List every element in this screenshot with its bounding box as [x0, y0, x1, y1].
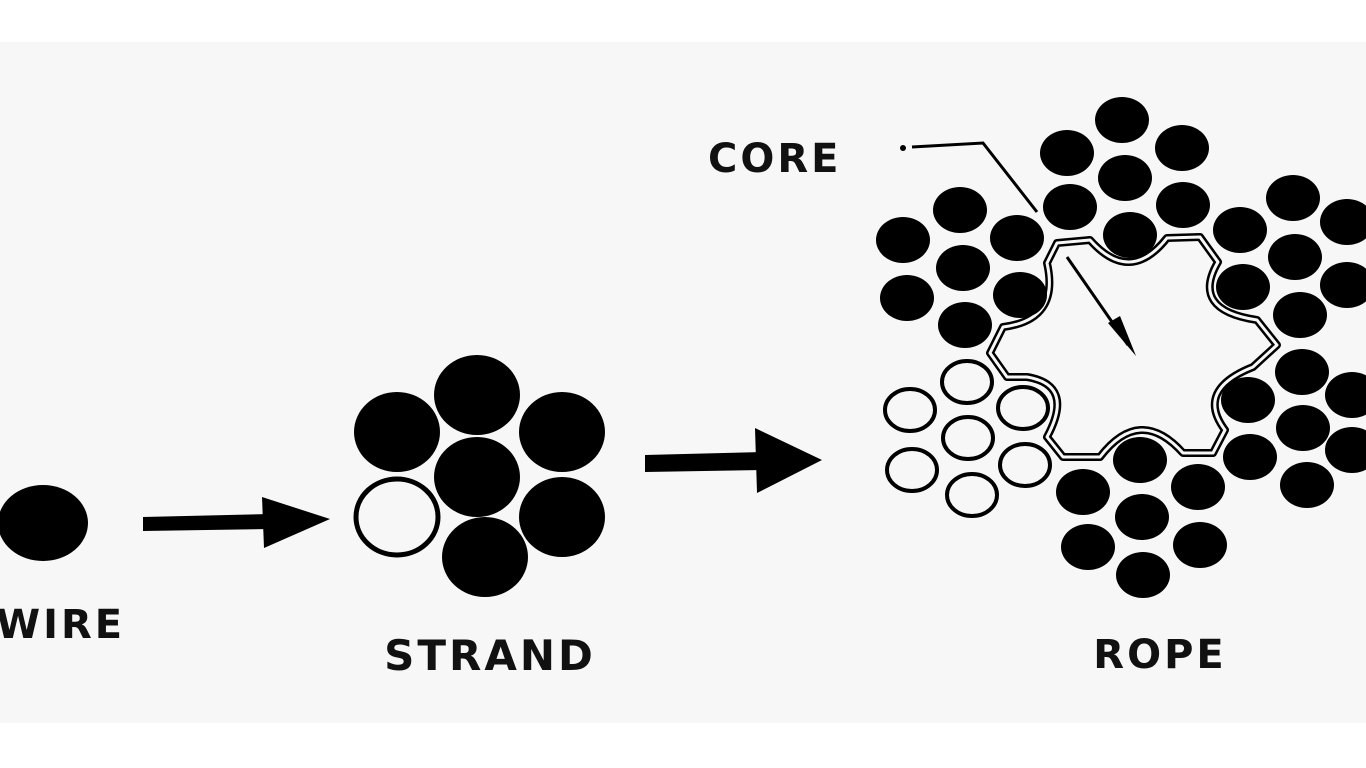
strand-wire — [434, 355, 520, 435]
rope-wire — [1173, 522, 1227, 568]
rope-wire — [1213, 207, 1267, 253]
rope-wire — [1155, 125, 1209, 171]
rope-wire — [1040, 130, 1094, 176]
rope-wire — [933, 187, 987, 233]
leader-dot — [900, 145, 906, 151]
rope-wire — [1103, 212, 1157, 258]
rope-wire-open — [996, 385, 1050, 431]
wire-label: WIRE — [0, 602, 125, 648]
strand-wire-open — [353, 476, 441, 558]
rope-wire — [1280, 462, 1334, 508]
arrow-wire-to-strand — [143, 497, 330, 548]
rope-wire — [1221, 377, 1275, 423]
rope-wire — [1156, 182, 1210, 228]
strand-wire — [434, 437, 520, 517]
core-callout: CORE — [708, 136, 1136, 356]
strand-wire — [442, 517, 528, 597]
rope-wire-open — [885, 447, 939, 493]
rope-wire — [1115, 494, 1169, 540]
rope-group — [876, 97, 1366, 598]
rope-wire — [1043, 184, 1097, 230]
rope-wire — [1098, 155, 1152, 201]
arrow-strand-to-rope — [645, 428, 822, 493]
strand-label: STRAND — [384, 631, 596, 680]
strand-wire — [519, 392, 605, 472]
wire-group: WIRE — [0, 485, 125, 648]
rope-strand-lower-left — [883, 359, 1052, 518]
core-label: CORE — [708, 136, 841, 182]
rope-wire — [1056, 469, 1110, 515]
rope-wire — [876, 217, 930, 263]
rope-strand-top — [1040, 97, 1210, 258]
rope-wire — [880, 275, 934, 321]
strand-wire — [519, 477, 605, 557]
rope-wire — [993, 272, 1047, 318]
rope-wire — [1273, 292, 1327, 338]
rope-wire — [1095, 97, 1149, 143]
rope-wire — [1216, 264, 1270, 310]
strand-wire — [354, 392, 440, 472]
rope-strand-lower-right — [1221, 349, 1366, 508]
rope-wire — [1113, 437, 1167, 483]
wire-circle — [0, 485, 88, 561]
core-pointer-arrowhead — [1108, 316, 1136, 356]
rope-wire-open — [998, 442, 1052, 488]
rope-wire — [1061, 524, 1115, 570]
rope-wire — [1320, 262, 1366, 308]
rope-wire — [1275, 349, 1329, 395]
rope-wire — [1325, 427, 1366, 473]
rope-strand-upper-left — [876, 187, 1047, 348]
rope-wire — [1320, 199, 1366, 245]
rope-wire — [1171, 464, 1225, 510]
strand-group — [353, 355, 605, 597]
rope-wire — [1276, 405, 1330, 451]
rope-strand-bottom — [1056, 437, 1227, 598]
rope-wire — [1268, 234, 1322, 280]
rope-wire-open — [941, 415, 995, 461]
rope-wire — [936, 245, 990, 291]
rope-core-outline — [986, 233, 1281, 461]
rope-wire-open — [883, 387, 937, 433]
rope-wire — [1325, 372, 1366, 418]
rope-wire — [1116, 552, 1170, 598]
rope-label: ROPE — [1093, 632, 1226, 678]
leader-line — [911, 141, 1039, 213]
rope-wire — [938, 302, 992, 348]
rope-wire — [990, 215, 1044, 261]
rope-strand-upper-right — [1213, 175, 1366, 338]
rope-wire-open — [945, 472, 999, 518]
rope-wire — [1266, 175, 1320, 221]
rope-wire-open — [940, 359, 994, 405]
rope-wire — [1223, 434, 1277, 480]
